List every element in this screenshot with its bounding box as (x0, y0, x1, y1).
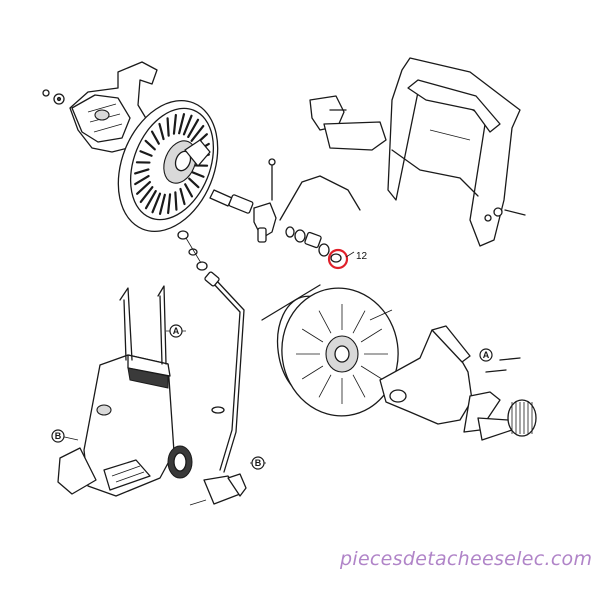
ref-label-a-left: A (166, 325, 186, 337)
reel-axle-coupling (210, 159, 276, 242)
hose-connector-chain (280, 176, 360, 262)
o-ring-set (178, 231, 207, 270)
crank-knob (508, 400, 536, 436)
trolley-handle (388, 58, 525, 246)
ref-label-b-bottom: B (250, 457, 266, 469)
reel-side-disc (262, 281, 406, 424)
svg-text:A: A (173, 326, 180, 336)
watermark: piecesdetacheeselec.com (340, 548, 592, 570)
svg-text:A: A (483, 350, 490, 360)
hose-guide-bracket (310, 96, 386, 150)
bracket-screw (43, 90, 64, 104)
ref-label-b-left: B (52, 430, 64, 442)
spray-lance-tube (190, 271, 246, 505)
reel-crank-arm (380, 326, 520, 440)
svg-text:B: B (255, 458, 262, 468)
ref-label-a-right: A (480, 349, 492, 361)
svg-text:B: B (55, 431, 62, 441)
pressure-washer-body (58, 286, 192, 496)
part-number-12: 12 (356, 251, 368, 262)
